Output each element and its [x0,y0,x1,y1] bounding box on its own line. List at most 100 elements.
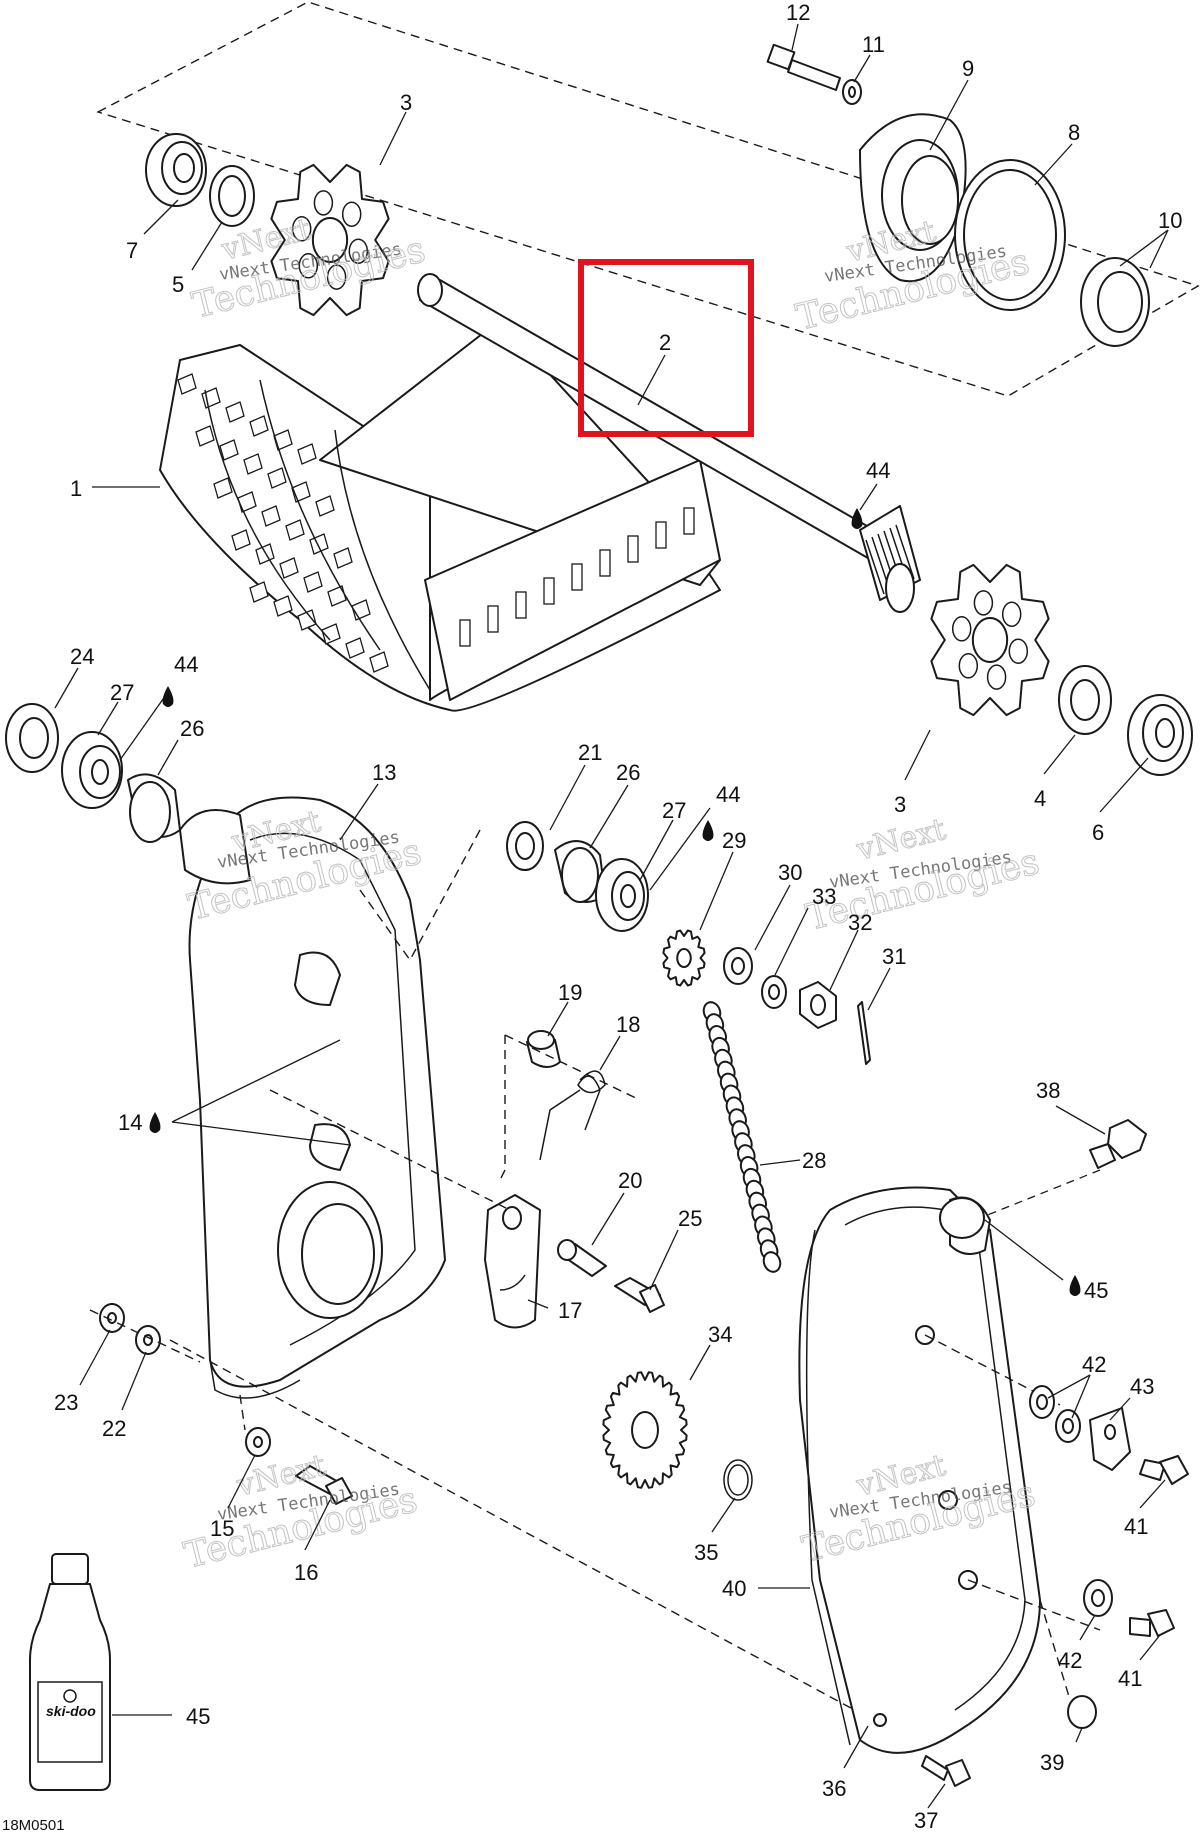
tensioner-arm-part-17[interactable] [484,1194,541,1329]
seal-part-10[interactable] [1080,257,1150,347]
callout-26-middle: 26 [616,760,640,785]
tread-lug [201,387,221,409]
oil-drop-icons [149,508,1081,1296]
bearing-housing-part-9[interactable] [859,113,967,283]
callout-33: 33 [812,884,836,909]
callout-34: 34 [708,1322,732,1347]
plug-part-39[interactable] [1067,1695,1097,1729]
sprocket-part-34[interactable] [602,1371,688,1489]
bushing-part-19[interactable] [526,1030,561,1068]
callout-31: 31 [882,944,906,969]
bearing-part-6[interactable] [1127,694,1193,776]
bolt-part-12[interactable] [766,43,841,91]
seal-part-5[interactable] [209,165,255,227]
callout-25: 25 [678,1206,702,1231]
callout-44-middle: 44 [716,782,740,807]
bottle-label: ski-doo [46,1703,96,1719]
washer-part-30[interactable] [723,947,753,985]
washer-part-22[interactable] [135,1325,161,1355]
callout-19: 19 [558,980,582,1005]
bolt-part-37[interactable] [921,1755,971,1787]
spline-tooth [865,539,885,595]
drive-shaft-part-2[interactable] [417,273,921,613]
tread-lug [315,495,335,517]
callout-27-left: 27 [110,680,134,705]
sprocket-window [313,190,334,216]
track-part-1[interactable] [159,319,721,712]
tread-lug [225,401,245,423]
sprocket-window [1001,601,1022,627]
bearing-part-7[interactable] [145,133,207,207]
diagram-code: 18M0501 [2,1817,65,1834]
circlip-part-35[interactable] [723,1459,753,1501]
washer-part-11[interactable] [842,79,862,105]
spacer-part-20[interactable] [557,1239,607,1277]
sprocket-part-29[interactable] [662,929,706,987]
sprocket-window [326,264,347,290]
bolt-part-41-lower[interactable] [1129,1609,1175,1637]
sprocket-window [1008,638,1029,664]
callout-4: 4 [1034,786,1046,811]
bolt-part-25[interactable] [614,1277,665,1313]
callout-20: 20 [618,1168,642,1193]
spacer-part-26-middle[interactable] [554,840,606,903]
sprocket-hub [311,217,349,263]
bearing-part-27-left[interactable] [61,731,123,809]
callout-24: 24 [70,644,94,669]
tread-lug [369,651,389,673]
bearing-part-4[interactable] [1058,665,1112,735]
bolt-part-16[interactable] [295,1465,353,1505]
sprocket-window [986,664,1007,690]
drive-sprocket-part-3-upper[interactable] [270,163,390,317]
chaincase-housing-part-13[interactable] [179,796,446,1399]
sprocket-window [298,253,319,279]
tread-lug [327,585,347,607]
retainer-part-8[interactable] [954,159,1066,311]
washer-part-21[interactable] [506,821,544,871]
tread-lug [219,439,239,461]
washer-part-42-upper[interactable] [1029,1385,1081,1443]
washer-part-15[interactable] [245,1427,271,1457]
tread-lug [285,519,305,541]
washer-part-42-lower[interactable] [1083,1579,1113,1617]
plug-dash-line [974,1169,1101,1221]
washer-part-23[interactable] [99,1303,125,1333]
oil-drop-icon [149,1112,161,1133]
callout-36: 36 [822,1776,846,1801]
sprocket-window [348,238,369,264]
spring-part-18[interactable] [539,1070,606,1161]
sprocket-window [958,653,979,679]
callout-30: 30 [778,860,802,885]
tensioner-dash-line [499,1035,506,1181]
tread-lug [261,505,281,527]
callout-27-middle: 27 [662,798,686,823]
oil-drop-icon [851,508,863,529]
tread-lug [267,467,287,489]
tread-lug [273,595,293,617]
oil-bottle-part-45[interactable]: ski-doo [29,1553,111,1791]
callout-6: 6 [1092,820,1104,845]
bracket-part-43[interactable] [1089,1407,1131,1471]
sprocket-window [341,201,362,227]
track-clip [515,591,527,619]
cotter-pin-part-31[interactable] [857,1001,871,1065]
tread-lug [177,373,197,395]
plug-part-38[interactable] [1089,1119,1147,1169]
tread-lug [321,623,341,645]
chain-link [762,1251,782,1273]
callout-40: 40 [722,1576,746,1601]
drive-sprocket-part-3-lower[interactable] [930,563,1050,717]
nut-part-32[interactable] [799,981,837,1029]
spline-tooth [895,524,915,580]
chain-part-28[interactable] [701,1000,783,1274]
bearing-part-27-middle[interactable] [595,858,649,932]
washer-dash-line [89,1309,201,1363]
chaincase-cover-part-40[interactable] [798,1186,1041,1754]
bearing-part-24[interactable] [5,703,59,773]
callout-38: 38 [1036,1078,1060,1103]
washer-part-33[interactable] [761,975,787,1009]
bolt-part-41-upper[interactable] [1139,1455,1189,1485]
spacer-part-26-left[interactable] [127,773,181,843]
sprocket-hub [631,1411,659,1449]
callout-8: 8 [1068,120,1080,145]
